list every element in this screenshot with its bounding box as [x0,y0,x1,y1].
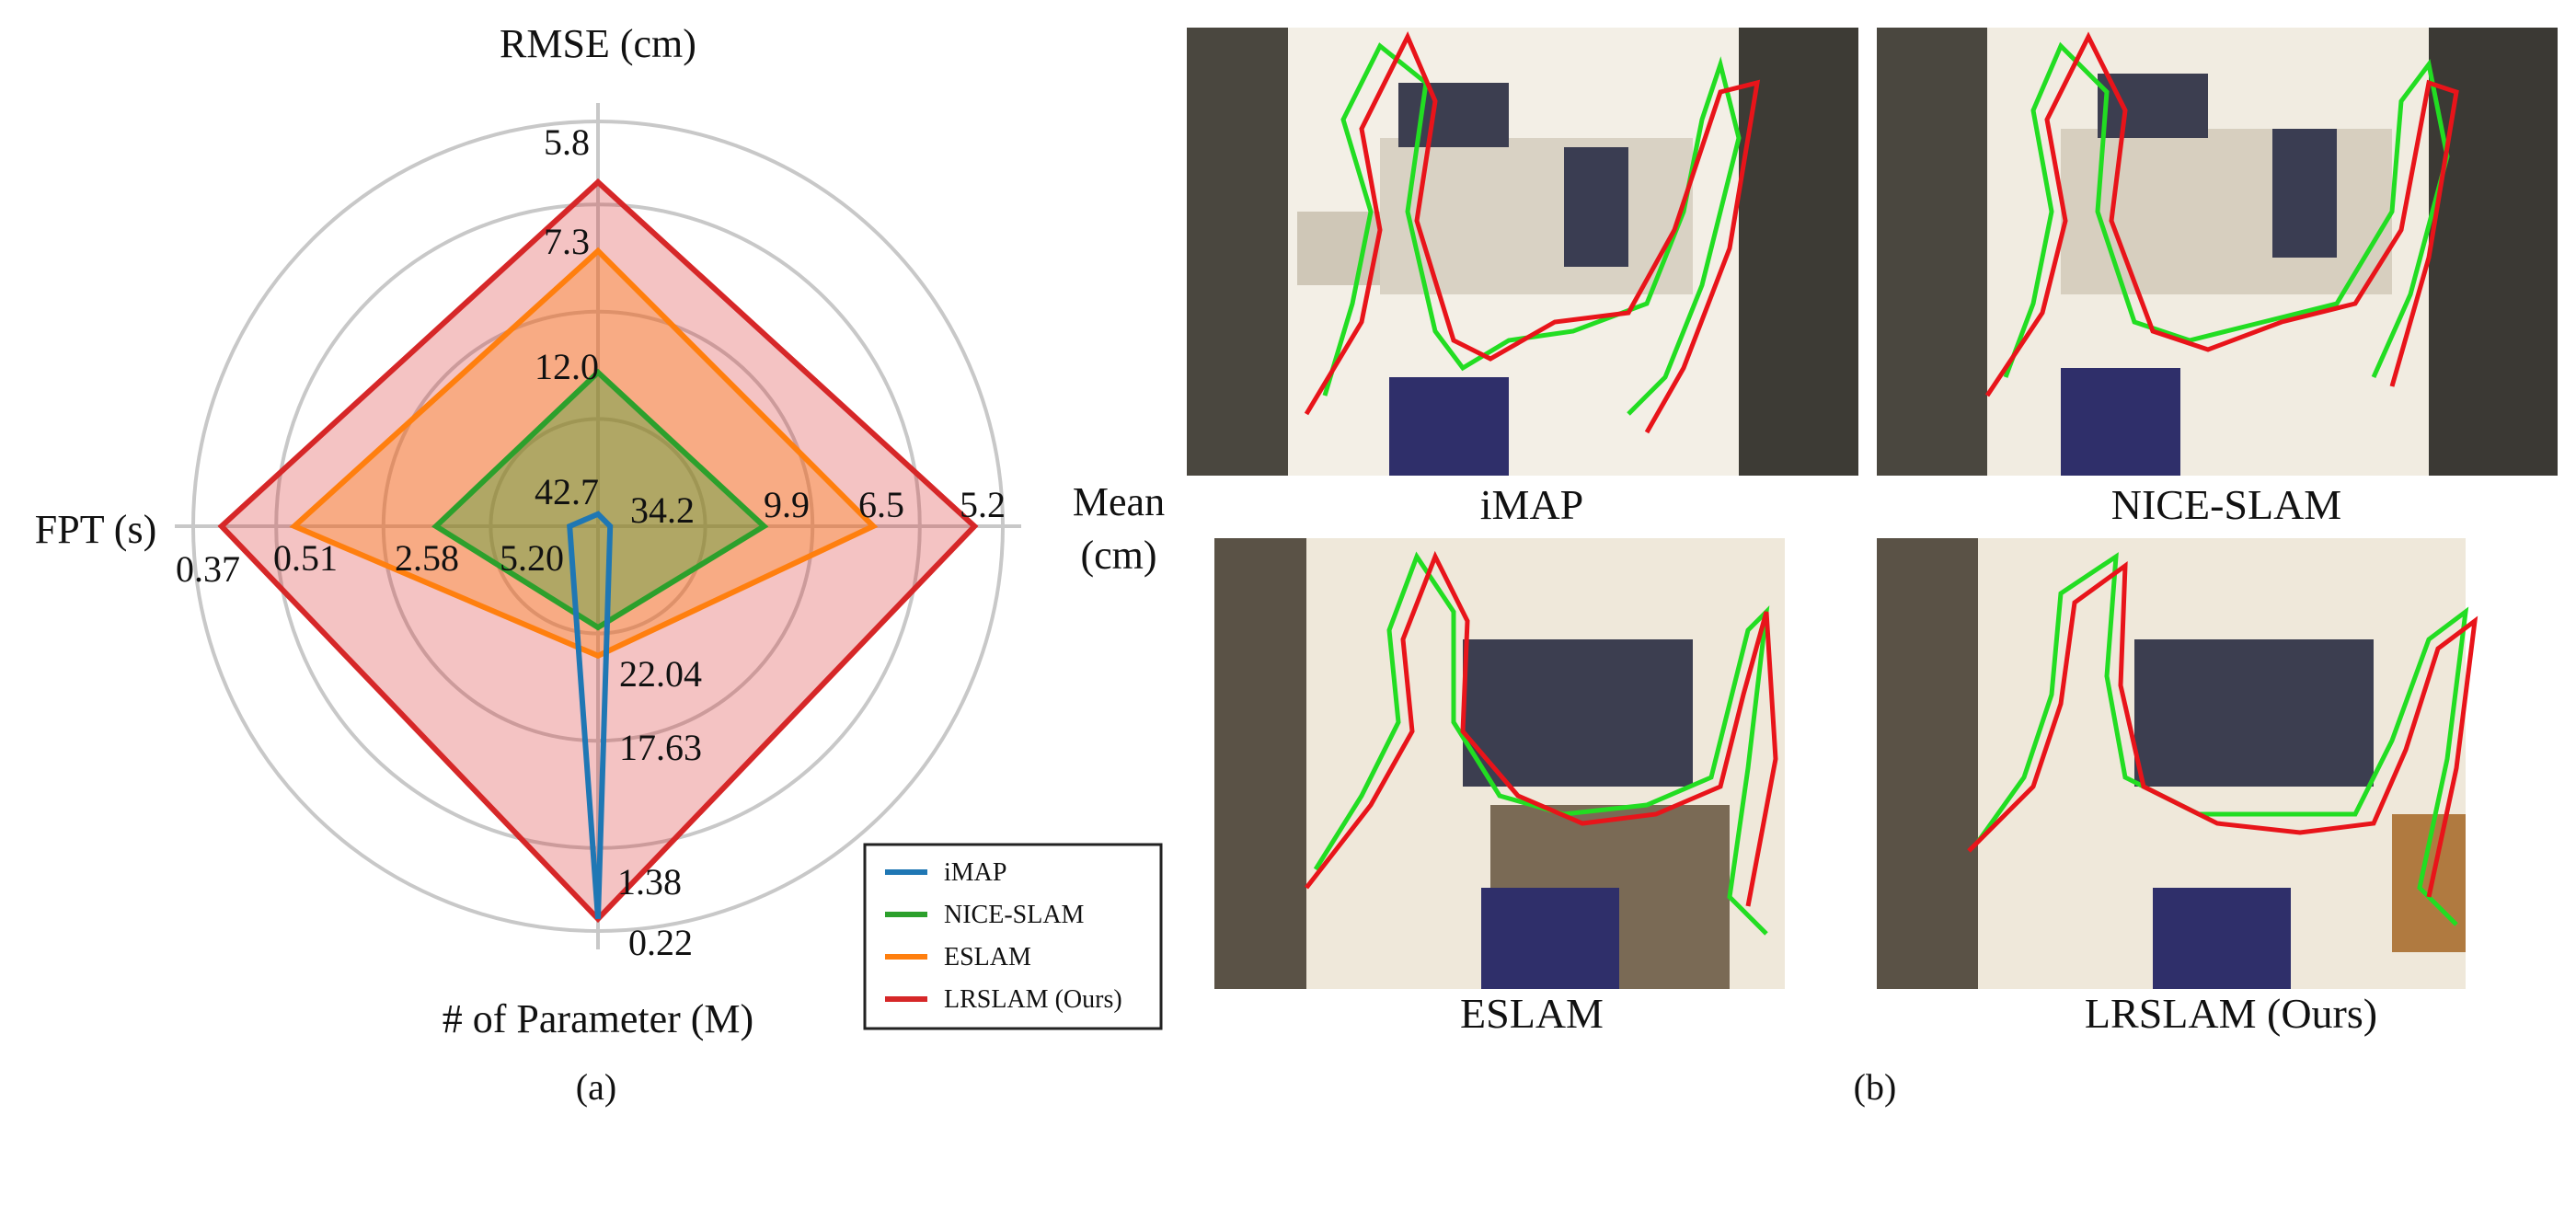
tick-label: 0.22 [628,922,693,963]
tick-label: 34.2 [630,489,695,531]
panel-caption-lrslam: LRSLAM (Ours) [2084,990,2378,1037]
axis-label: # of Parameter (M) [443,996,753,1041]
caption-a: (a) [575,1066,617,1108]
panel-caption-eslam: ESLAM [1460,990,1604,1037]
tick-label: 2.58 [395,537,459,579]
tick-label: 0.51 [273,537,338,579]
legend-label: NICE-SLAM [944,901,1085,929]
axis-label: Mean(cm) [1073,479,1165,578]
tick-label: 0.37 [176,548,240,590]
tick-label: 17.63 [619,727,702,768]
caption-b: (b) [1853,1066,1897,1108]
tick-label: 22.04 [619,653,702,695]
axis-label: RMSE (cm) [500,21,696,66]
series-polygon-nice-slam [431,368,769,631]
tick-label: 1.38 [617,861,682,902]
tick-label: 42.7 [535,471,599,512]
axis-label: FPT (s) [35,507,156,552]
panel-caption-imap: iMAP [1479,481,1584,528]
tick-label: 6.5 [858,484,904,525]
legend-label: ESLAM [944,943,1031,971]
panel-imap-image [1187,28,1858,476]
tick-label: 5.2 [960,484,1006,525]
series-polygon-eslam [289,247,879,660]
panel-caption-niceslam: NICE-SLAM [2110,481,2342,528]
tick-label: 5.8 [544,121,590,163]
tick-label: 7.3 [544,221,590,262]
panel-eslam-image [1214,538,1858,989]
panel-niceslam-image [1877,28,2558,476]
legend-box [863,843,1163,1030]
series-polygon-imap [567,511,614,920]
legend-label: LRSLAM (Ours) [944,985,1122,1014]
radar-chart: 5.8 7.3 12.0 42.7 5.2 6.5 9.9 34.2 0.22 1.38 17.63… [35,21,1165,1041]
tick-label: 12.0 [535,346,599,387]
legend-label: iMAP [944,858,1006,887]
tick-label: 5.20 [500,537,564,579]
tick-label: 9.9 [764,484,810,525]
panel-lrslam-image [1877,538,2558,989]
